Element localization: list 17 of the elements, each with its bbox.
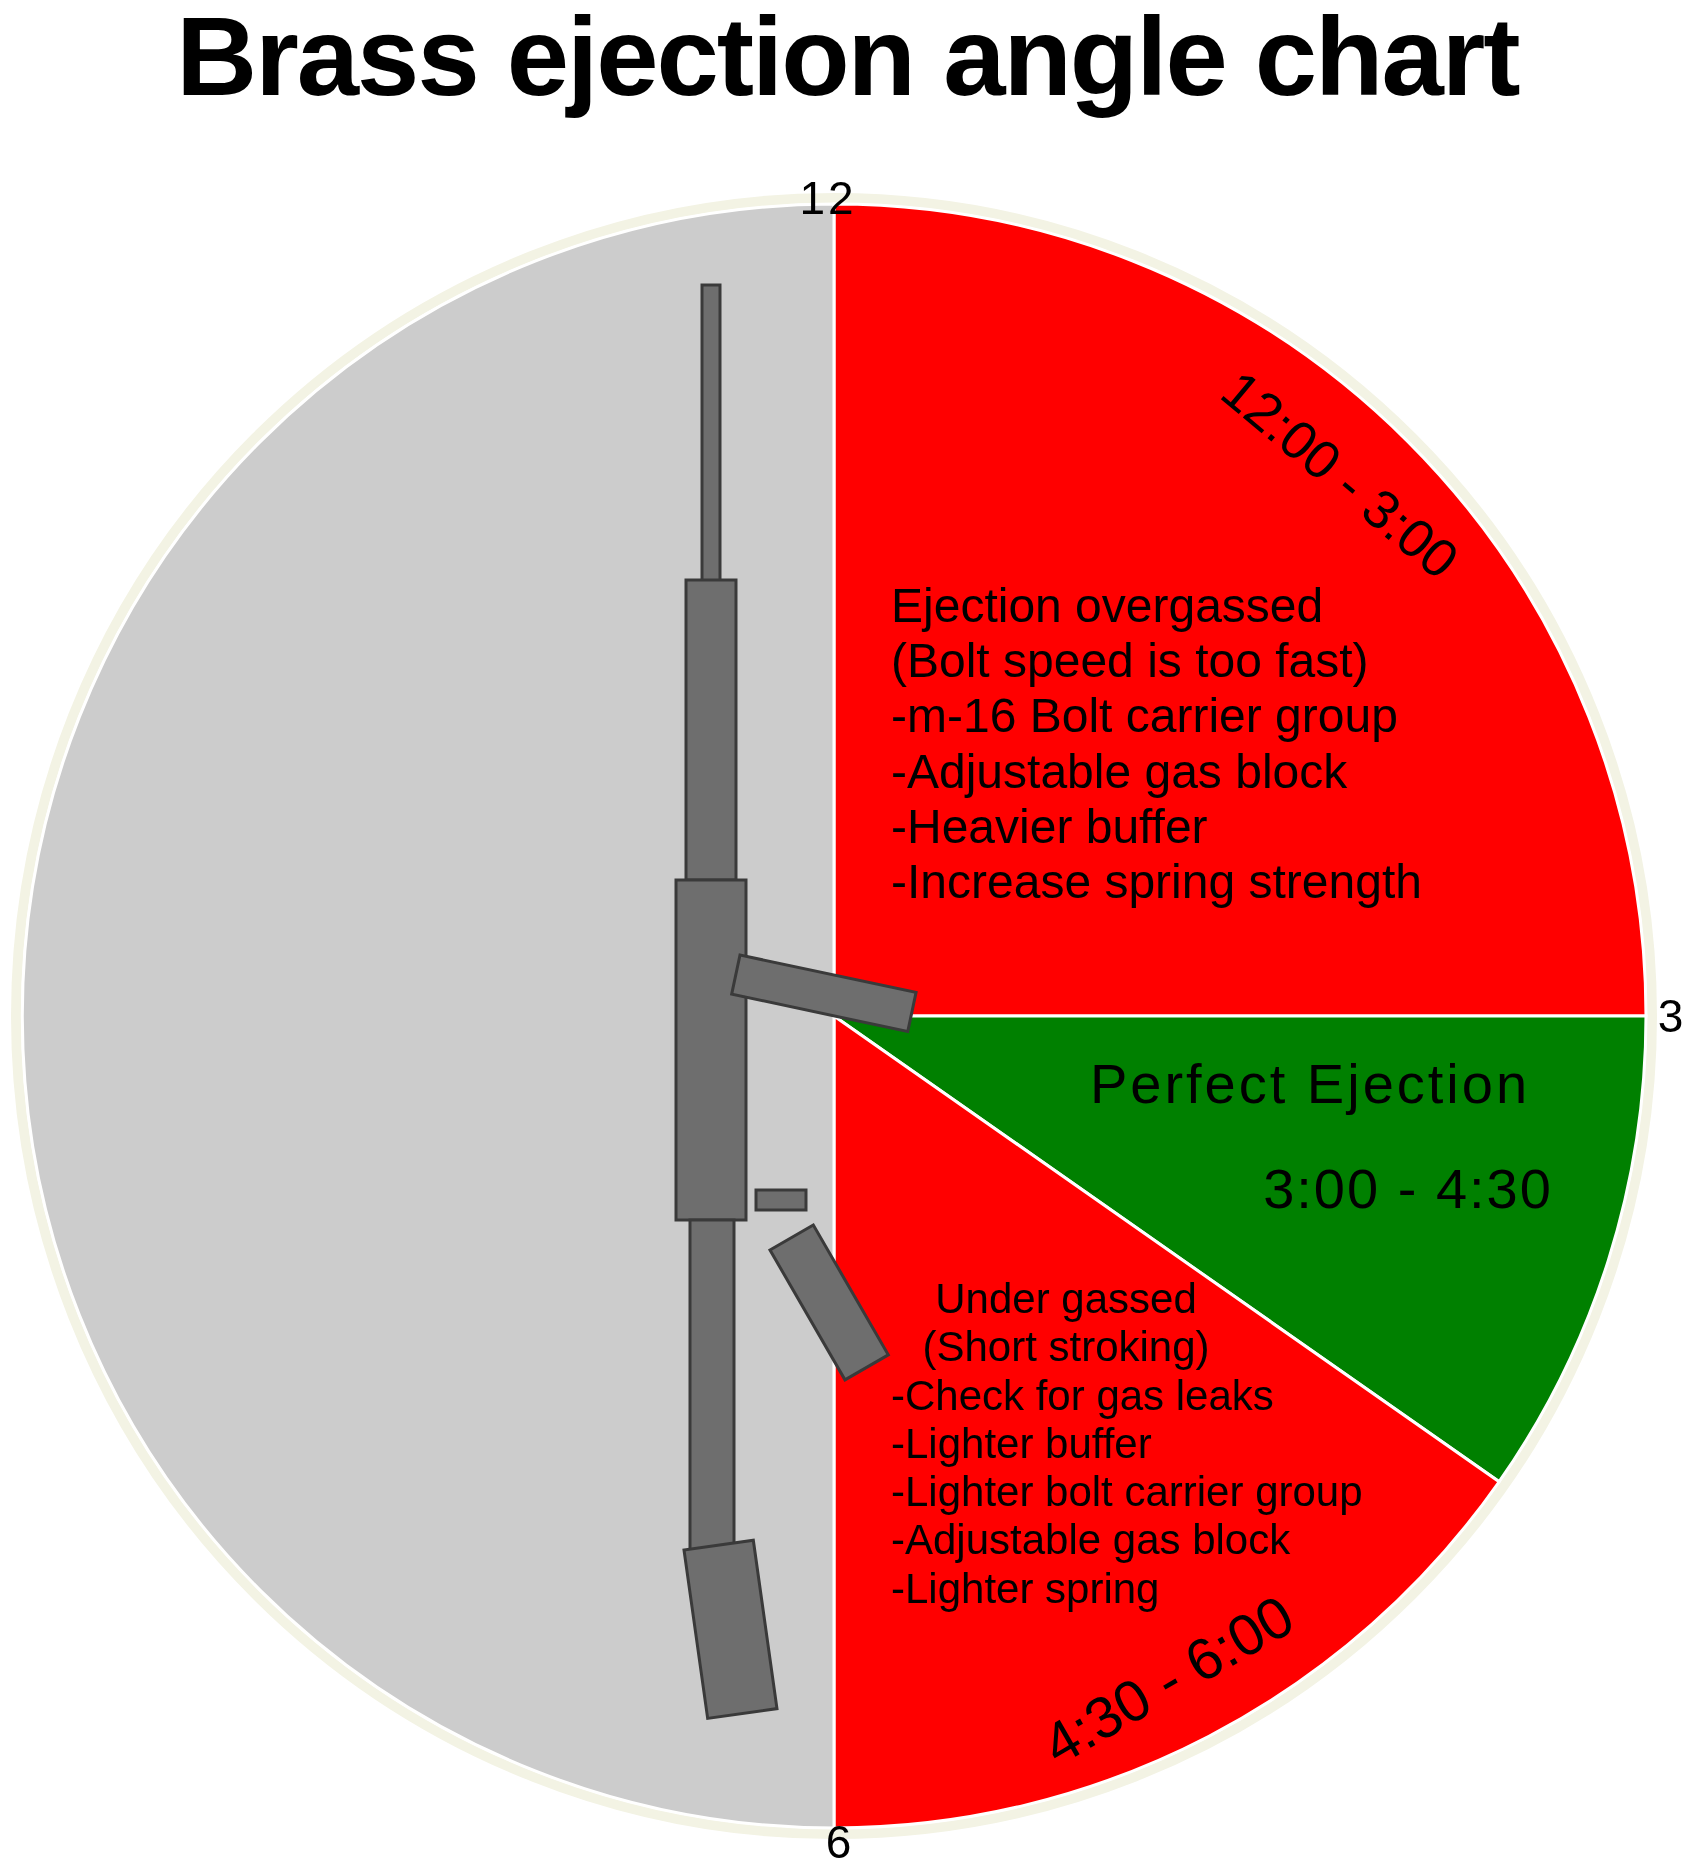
list-item: -Adjustable gas block (891, 743, 1348, 799)
list-item: -Lighter bolt carrier group (891, 1468, 1363, 1517)
list-item: -Adjustable gas block (891, 1516, 1291, 1565)
list-item: -m-16 Bolt carrier group (891, 688, 1398, 744)
clock-position-label: 6 (825, 1819, 855, 1864)
clock-position-label: 3 (1657, 993, 1687, 1039)
heading-text: Ejection overgassed (Bolt speed is too fast) (891, 578, 1370, 689)
chart-title: Brass ejection angle chart (175, 0, 1521, 121)
list-item: -Check for gas leaks (891, 1371, 1274, 1420)
range-label: 3:00 - 4:30 (1263, 1158, 1553, 1220)
clock-position-label: 12 (799, 175, 857, 221)
list-item: -Heavier buffer (891, 798, 1208, 854)
list-item: -Lighter buffer (891, 1419, 1152, 1469)
heading-text: Under gassed (Short stroking) (921, 1275, 1211, 1372)
sector-heading: Perfect Ejection (1089, 1053, 1531, 1115)
list-item: -Increase spring strength (891, 853, 1422, 910)
list-item: -Lighter spring (891, 1564, 1160, 1614)
